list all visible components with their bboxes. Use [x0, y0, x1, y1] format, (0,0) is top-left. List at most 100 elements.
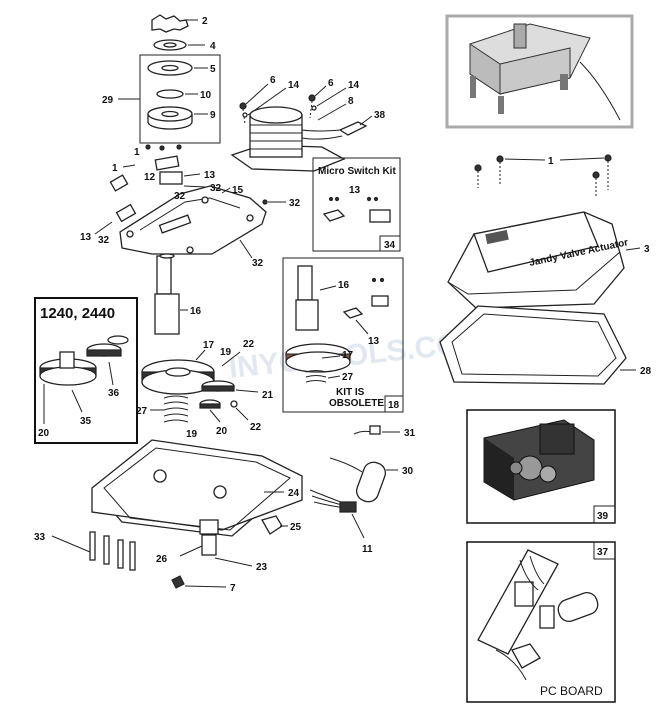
callout-22a: 22: [243, 339, 255, 350]
callout-21: 21: [262, 390, 274, 401]
callout-13a: 13: [204, 170, 216, 181]
callout-8: 8: [348, 96, 354, 107]
mounting-plate-part: [119, 185, 267, 255]
drive-shaft-part: [154, 253, 180, 335]
callout-5: 5: [210, 64, 216, 75]
callout-32b: 32: [174, 191, 186, 202]
callout-1c: 1: [548, 156, 554, 167]
gear-36: [86, 335, 129, 357]
microswitch-kit-parts: [322, 196, 391, 223]
clip-part-12: [109, 174, 129, 192]
actuator-photo: [469, 23, 621, 121]
idler-gear-21: [201, 380, 235, 392]
obsolete-kit-shaft: [295, 265, 319, 331]
callout-1a: 1: [134, 147, 140, 158]
pcboard-num: 37: [597, 547, 609, 558]
washer-22: [230, 400, 238, 408]
callout-14a: 14: [288, 80, 300, 91]
callout-19a: 19: [220, 347, 232, 358]
callout-30: 30: [402, 466, 414, 477]
gasket-28: [439, 305, 627, 385]
callout-10: 10: [200, 90, 212, 101]
cover-screws-1: [474, 154, 612, 196]
base-housing-part: [91, 439, 304, 537]
callout-28: 28: [640, 366, 652, 377]
obsolete-kit-spring: [305, 370, 327, 383]
callout-2: 2: [202, 16, 208, 27]
spring-27: [163, 395, 189, 423]
callout-25: 25: [290, 522, 302, 533]
wire-harness-11: [309, 489, 357, 513]
small-gear-20: [199, 399, 221, 409]
ring-part-10: [156, 89, 184, 99]
microswitch-title: Micro Switch Kit: [318, 166, 396, 177]
model-label: 1240, 2440: [40, 305, 115, 322]
callout-20b: 20: [38, 428, 50, 439]
callout-14b: 14: [348, 80, 360, 91]
screw-6-right: [308, 94, 316, 119]
callout-26: 26: [156, 554, 168, 565]
callout-16b: 16: [338, 280, 350, 291]
connector-7: [171, 575, 185, 589]
callout-27a: 27: [136, 406, 148, 417]
obsolete-label-1: KIT IS: [336, 387, 365, 398]
callout-31: 31: [404, 428, 416, 439]
gearbox-photo: [483, 419, 595, 501]
wire-lead-31: [353, 425, 381, 435]
callout-13c: 13: [368, 336, 380, 347]
callout-7: 7: [230, 583, 236, 594]
obsolete-kit-switches: [342, 277, 389, 319]
knob-25: [261, 515, 283, 535]
star-nut-part: [151, 14, 189, 33]
callout-12: 12: [144, 172, 156, 183]
screw-6-left: [239, 102, 247, 125]
micro-switch-left: [154, 155, 180, 171]
callout-11: 11: [362, 544, 373, 555]
callout-1b: 1: [112, 163, 118, 174]
capacitor-30: [329, 457, 387, 503]
capacitor-clip-part: [301, 121, 368, 140]
obsolete-kit-gear: [285, 343, 351, 373]
callout-32c: 32: [289, 198, 301, 209]
model-inset-box: [34, 297, 138, 444]
callout-24: 24: [288, 488, 300, 499]
micro-switch-13-left: [115, 203, 137, 223]
callout-3: 3: [644, 244, 650, 255]
screw-32: [262, 199, 268, 205]
callout-13b: 13: [80, 232, 92, 243]
main-gear-part: [141, 359, 215, 395]
callout-15: 15: [232, 185, 244, 196]
microswitch-kit-num: 34: [384, 240, 396, 251]
callout-19b: 19: [186, 429, 198, 440]
callout-6a: 6: [270, 75, 276, 86]
callout-33: 33: [34, 532, 46, 543]
obsolete-kit-num: 18: [388, 400, 400, 411]
callout-16a: 16: [190, 306, 202, 317]
motor-part: [230, 106, 346, 172]
obsolete-kit-box: [282, 257, 404, 413]
callout-17b: 17: [342, 350, 354, 361]
screw-1-group: [145, 144, 182, 151]
callout-38: 38: [374, 110, 386, 121]
callout-23: 23: [256, 562, 268, 573]
callout-32e: 32: [252, 258, 264, 269]
pcboard-label: PC BOARD: [540, 684, 603, 698]
callout-35: 35: [80, 416, 92, 427]
microswitch-kit-box: [312, 157, 401, 252]
pcboard-drawing: [477, 549, 599, 681]
micro-switch-right: [159, 171, 183, 185]
callout-29: 29: [102, 95, 114, 106]
callout-17a: 17: [203, 340, 215, 351]
callout-27b: 27: [342, 372, 354, 383]
screws-33: [89, 531, 136, 571]
gland-26: [201, 534, 217, 556]
actuator-cover-part: [447, 211, 625, 309]
callout-13d: 13: [349, 185, 361, 196]
gearbox-num: 39: [597, 511, 609, 522]
obsolete-label-2: OBSOLETE: [329, 398, 384, 409]
callout-6b: 6: [328, 78, 334, 89]
callout-36: 36: [108, 388, 120, 399]
callout-4: 4: [210, 41, 216, 52]
gear-35: [39, 351, 97, 386]
